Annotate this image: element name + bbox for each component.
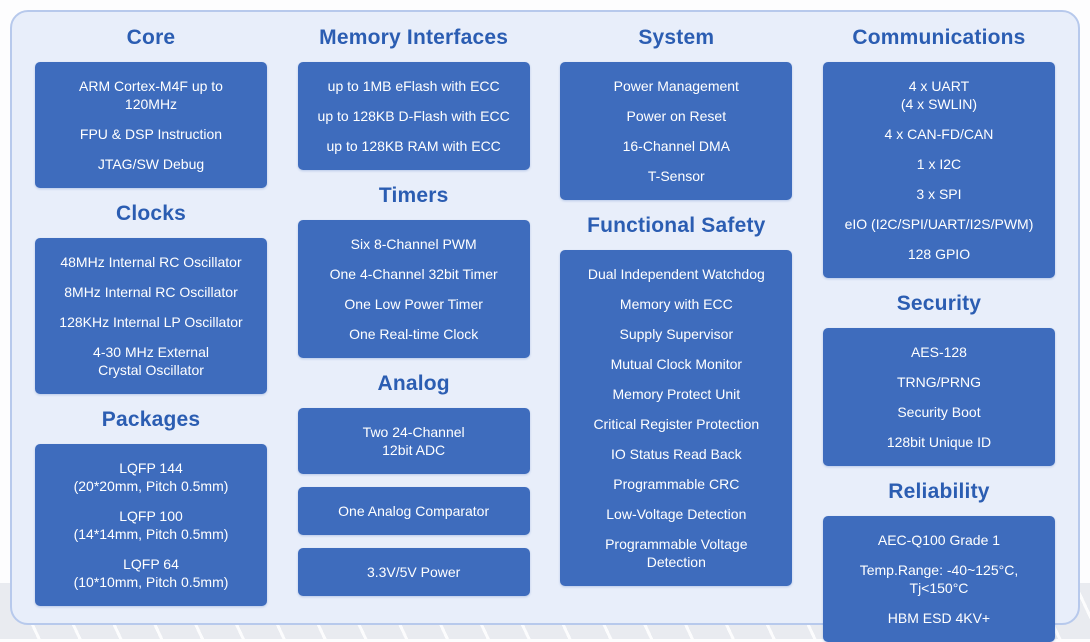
feature-item: AES-128 (910, 344, 967, 360)
feature-box-reliability: AEC-Q100 Grade 1 Temp.Range: -40~125°C, … (822, 516, 1055, 642)
feature-item: Power Management (613, 78, 739, 94)
feature-item: up to 1MB eFlash with ECC (327, 78, 500, 94)
section-title-analog: Analog (377, 372, 450, 395)
feature-item: HBM ESD 4KV+ (887, 610, 991, 626)
feature-item: AEC-Q100 Grade 1 (877, 532, 1001, 548)
column-system-safety: System Power Management Power on Reset 1… (560, 24, 793, 623)
section-memory-interfaces: Memory Interfaces up to 1MB eFlash with … (297, 24, 530, 170)
feature-item: One Low Power Timer (344, 296, 483, 312)
feature-item: 128KHz Internal LP Oscillator (59, 314, 243, 330)
section-title-timers: Timers (378, 184, 449, 207)
section-functional-safety: Functional Safety Dual Independent Watch… (560, 200, 793, 586)
feature-item: IO Status Read Back (610, 446, 742, 462)
feature-item: Low-Voltage Detection (606, 506, 747, 522)
feature-item: Two 24-Channel 12bit ADC (362, 424, 465, 458)
column-core-clocks-packages: Core ARM Cortex-M4F up to 120MHz FPU & D… (35, 24, 267, 623)
feature-item: LQFP 144 (20*20mm, Pitch 0.5mm) (73, 460, 229, 494)
feature-item: up to 128KB D-Flash with ECC (317, 108, 510, 124)
section-title-system: System (638, 26, 715, 49)
feature-item: LQFP 100 (14*14mm, Pitch 0.5mm) (73, 508, 229, 542)
section-analog: Analog Two 24-Channel 12bit ADC One Anal… (297, 358, 530, 596)
feature-box-security: AES-128 TRNG/PRNG Security Boot 128bit U… (822, 328, 1055, 466)
section-system: System Power Management Power on Reset 1… (560, 24, 793, 200)
feature-item: Six 8-Channel PWM (350, 236, 477, 252)
section-title-memory-interfaces: Memory Interfaces (319, 26, 509, 49)
feature-box-system: Power Management Power on Reset 16-Chann… (560, 62, 793, 200)
feature-box-power: 3.3V/5V Power (297, 548, 530, 596)
feature-item: FPU & DSP Instruction (79, 126, 223, 142)
section-communications: Communications 4 x UART (4 x SWLIN) 4 x … (822, 24, 1055, 278)
section-timers: Timers Six 8-Channel PWM One 4-Channel 3… (297, 170, 530, 358)
section-clocks: Clocks 48MHz Internal RC Oscillator 8MHz… (35, 188, 267, 394)
feature-item: Power on Reset (626, 108, 727, 124)
feature-box-timers: Six 8-Channel PWM One 4-Channel 32bit Ti… (297, 220, 530, 358)
feature-box-adc: Two 24-Channel 12bit ADC (297, 408, 530, 474)
column-memory-timers-analog: Memory Interfaces up to 1MB eFlash with … (297, 24, 530, 623)
feature-item: Dual Independent Watchdog (587, 266, 765, 282)
feature-item: JTAG/SW Debug (97, 156, 205, 172)
feature-item: 3 x SPI (916, 186, 962, 202)
feature-box-packages: LQFP 144 (20*20mm, Pitch 0.5mm) LQFP 100… (35, 444, 267, 606)
feature-item: Temp.Range: -40~125°C, Tj<150°C (859, 562, 1019, 596)
section-title-communications: Communications (852, 26, 1026, 49)
feature-item: Programmable CRC (613, 476, 740, 492)
section-packages: Packages LQFP 144 (20*20mm, Pitch 0.5mm)… (35, 394, 267, 606)
feature-item: 128bit Unique ID (886, 434, 992, 450)
feature-box-core: ARM Cortex-M4F up to 120MHz FPU & DSP In… (35, 62, 267, 188)
section-reliability: Reliability AEC-Q100 Grade 1 Temp.Range:… (822, 466, 1055, 642)
feature-box-memory-interfaces: up to 1MB eFlash with ECC up to 128KB D-… (297, 62, 530, 170)
feature-item: 1 x I2C (916, 156, 962, 172)
feature-item: up to 128KB RAM with ECC (326, 138, 501, 154)
feature-item: T-Sensor (647, 168, 705, 184)
feature-item: 8MHz Internal RC Oscillator (64, 284, 238, 300)
column-comms-security-reliability: Communications 4 x UART (4 x SWLIN) 4 x … (822, 24, 1055, 642)
section-core: Core ARM Cortex-M4F up to 120MHz FPU & D… (35, 24, 267, 188)
section-title-functional-safety: Functional Safety (587, 214, 766, 237)
feature-box-comparator: One Analog Comparator (297, 487, 530, 535)
feature-box-functional-safety: Dual Independent Watchdog Memory with EC… (560, 250, 793, 586)
feature-item: One Analog Comparator (338, 503, 490, 519)
feature-item: Mutual Clock Monitor (610, 356, 743, 372)
section-security: Security AES-128 TRNG/PRNG Security Boot… (822, 278, 1055, 466)
feature-item: TRNG/PRNG (896, 374, 981, 390)
feature-item: Supply Supervisor (619, 326, 734, 342)
feature-item: 3.3V/5V Power (366, 564, 461, 580)
section-title-packages: Packages (101, 408, 201, 431)
feature-item: Memory Protect Unit (612, 386, 741, 402)
feature-item: Programmable Voltage Detection (605, 536, 748, 570)
feature-item: One Real-time Clock (349, 326, 479, 342)
feature-diagram-panel: Core ARM Cortex-M4F up to 120MHz FPU & D… (10, 10, 1080, 642)
feature-item: 128 GPIO (907, 246, 971, 262)
feature-item: 4 x CAN-FD/CAN (884, 126, 994, 142)
feature-item: eIO (I2C/SPI/UART/I2S/PWM) (844, 216, 1034, 232)
feature-item: Memory with ECC (619, 296, 733, 312)
section-title-reliability: Reliability (888, 480, 990, 503)
feature-box-communications: 4 x UART (4 x SWLIN) 4 x CAN-FD/CAN 1 x … (822, 62, 1055, 278)
feature-item: Security Boot (897, 404, 981, 420)
feature-box-clocks: 48MHz Internal RC Oscillator 8MHz Intern… (35, 238, 267, 394)
feature-item: 4 x UART (4 x SWLIN) (900, 78, 978, 112)
feature-item: 16-Channel DMA (622, 138, 730, 154)
feature-item: One 4-Channel 32bit Timer (329, 266, 498, 282)
feature-item: 48MHz Internal RC Oscillator (60, 254, 242, 270)
feature-item: Critical Register Protection (593, 416, 760, 432)
feature-item: 4-30 MHz External Crystal Oscillator (93, 344, 209, 378)
feature-item: ARM Cortex-M4F up to 120MHz (79, 78, 223, 112)
section-title-clocks: Clocks (115, 202, 187, 225)
section-title-security: Security (896, 292, 982, 315)
feature-item: LQFP 64 (10*10mm, Pitch 0.5mm) (73, 556, 229, 590)
section-title-core: Core (126, 26, 176, 49)
